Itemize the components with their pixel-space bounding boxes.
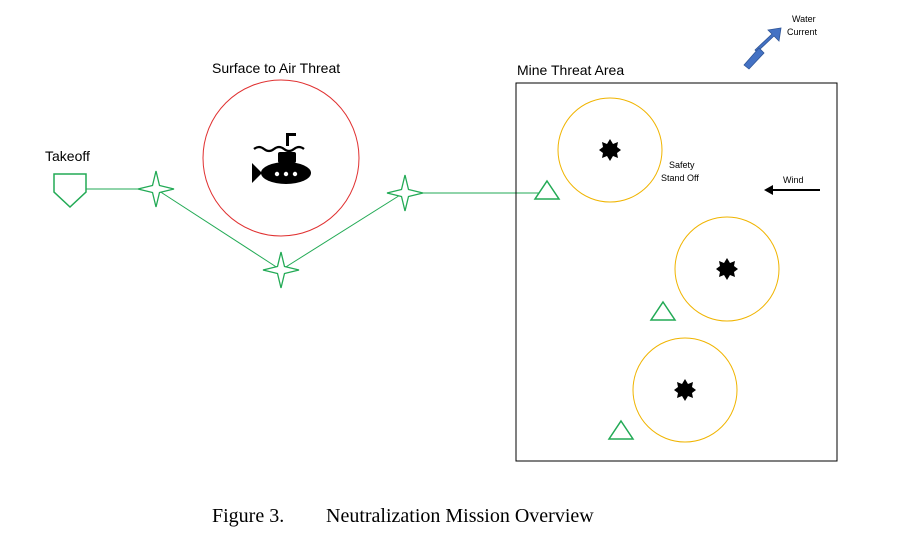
water-current-arrow-icon [743, 27, 782, 70]
mine-threat-area-box [515, 82, 838, 462]
surface-to-air-label: Surface to Air Threat [212, 60, 340, 76]
mine-threat-area-label: Mine Threat Area [517, 62, 624, 78]
target-triangle-icon [649, 300, 677, 321]
mine-icon [674, 379, 696, 401]
standoff-ring [632, 337, 738, 443]
mine-icon [716, 258, 738, 280]
standoff-ring [674, 216, 780, 322]
mine-icon [599, 139, 621, 161]
safety-label-line2: Stand Off [661, 173, 699, 183]
waypoint-icon [137, 170, 175, 208]
water-current-label-line1: Water [792, 14, 816, 24]
figure-title: Neutralization Mission Overview [326, 505, 594, 527]
flight-route [71, 188, 542, 271]
wind-label: Wind [783, 175, 804, 185]
standoff-ring [557, 97, 663, 203]
target-triangle-icon [607, 419, 635, 440]
target-triangle-icon [533, 179, 561, 200]
figure-number: Figure 3. [212, 505, 285, 527]
safety-label-line1: Safety [669, 160, 695, 170]
takeoff-icon [53, 173, 87, 209]
waypoint-icon [262, 251, 300, 289]
submarine-icon [252, 133, 311, 184]
water-current-label-line2: Current [787, 27, 818, 37]
threat-ring [202, 79, 360, 237]
wind-arrow-icon [764, 185, 820, 195]
waypoint-icon [386, 174, 424, 212]
takeoff-label: Takeoff [45, 148, 90, 164]
